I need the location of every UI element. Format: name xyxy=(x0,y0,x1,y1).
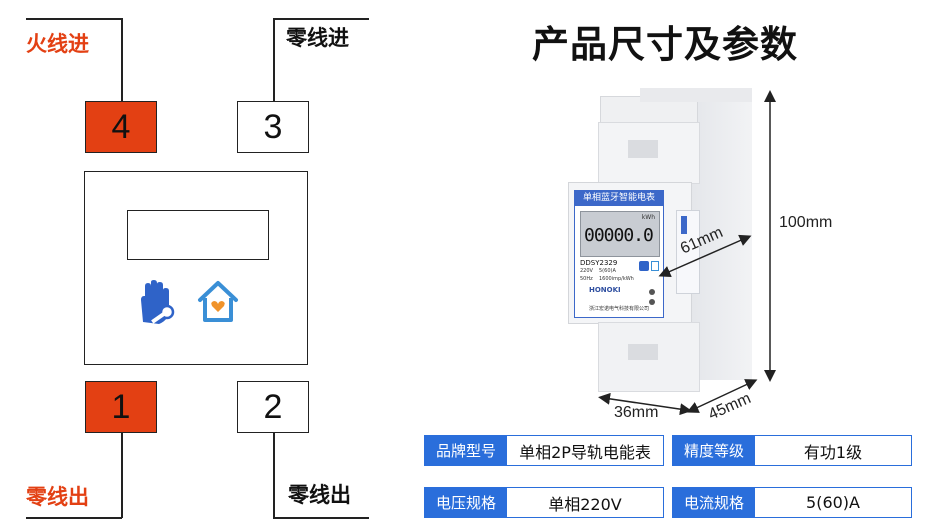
param-value: 5(60)A xyxy=(806,493,860,512)
panel-home-icon xyxy=(651,261,659,271)
neutral-out-label-right: 零线出 xyxy=(288,483,351,507)
param-voltage: 电压规格 单相220V xyxy=(424,487,664,518)
neutral-in-label: 零线进 xyxy=(286,26,349,50)
panel-key-icon xyxy=(639,261,649,271)
lcd-screen: kWh 00000.0 xyxy=(580,211,660,257)
lcd-reading: 00000.0 xyxy=(584,225,654,246)
meter-constant: 1600imp/kWh xyxy=(599,276,634,282)
indicator-led xyxy=(649,289,655,295)
meter-outline xyxy=(84,171,308,365)
page-title: 产品尺寸及参数 xyxy=(532,23,798,66)
indicator-led xyxy=(649,299,655,305)
rating-current: 5(60)A xyxy=(599,268,616,274)
model-code: DDSY2329 xyxy=(580,259,618,267)
param-value: 有功1级 xyxy=(803,442,863,462)
meter-display-outline xyxy=(127,210,269,260)
home-heart-icon xyxy=(198,281,238,322)
param-brand-model: 品牌型号 单相2P导轨电能表 xyxy=(424,435,664,466)
param-key: 品牌型号 xyxy=(425,436,507,465)
terminal-3: 3 xyxy=(237,101,309,153)
param-key: 精度等级 xyxy=(673,436,755,465)
dim-height: 100mm xyxy=(779,214,833,231)
terminal-4: 4 xyxy=(85,101,157,153)
brand-logo: HONOKI xyxy=(589,286,621,294)
neutral-out-label-left: 零线出 xyxy=(26,485,89,509)
param-value: 单相220V xyxy=(548,494,622,514)
param-current: 电流规格 5(60)A xyxy=(672,487,912,518)
param-key: 电压规格 xyxy=(425,488,507,517)
param-key: 电流规格 xyxy=(673,488,755,517)
live-in-label: 火线进 xyxy=(26,32,89,56)
lcd-unit: kWh xyxy=(641,214,655,221)
rating-voltage: 220V xyxy=(580,268,593,274)
param-accuracy: 精度等级 有功1级 xyxy=(672,435,912,466)
dim-width: 36mm xyxy=(614,404,659,421)
panel-title: 单相蓝牙智能电表 xyxy=(575,191,663,206)
hand-key-icon xyxy=(141,280,175,324)
manufacturer-text: 浙江宏诺电气科技有限公司 xyxy=(588,306,649,312)
meter-front-panel: 单相蓝牙智能电表 kWh 00000.0 DDSY2329 220V 5(60)… xyxy=(574,190,664,318)
param-value: 单相2P导轨电能表 xyxy=(519,442,651,462)
rating-frequency: 50Hz xyxy=(580,276,593,282)
